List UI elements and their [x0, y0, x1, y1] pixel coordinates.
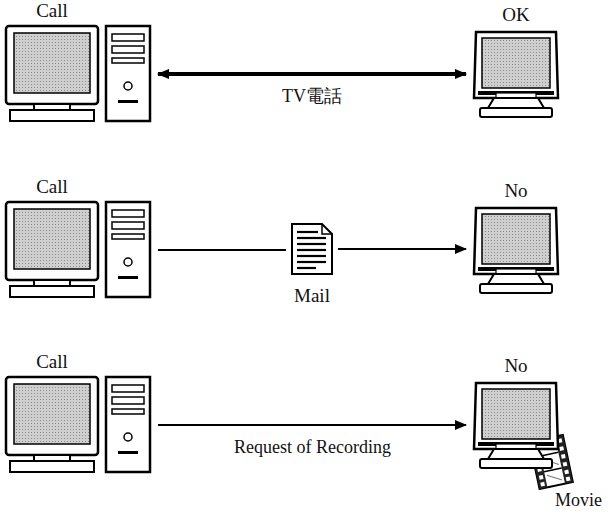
connector-label: Request of Recording	[231, 437, 394, 459]
mail-document-icon	[290, 222, 334, 276]
monitor-terminal-icon	[470, 204, 562, 296]
desktop-computer: Call	[4, 375, 154, 475]
connector-label: TV電話	[279, 86, 345, 108]
monitor-terminal-icon	[470, 28, 562, 120]
monitor-terminal-icon	[470, 379, 562, 471]
monitor-terminal: No	[470, 379, 562, 471]
connector-arrow	[158, 424, 466, 426]
monitor-terminal: No	[470, 204, 562, 296]
status-label: Call	[4, 352, 100, 373]
mail-document: Mail	[290, 222, 334, 276]
status-label: No	[470, 356, 562, 377]
connector-arrow	[338, 248, 466, 250]
icon-caption: Movie	[555, 490, 602, 512]
icon-caption: Mail	[270, 286, 354, 307]
status-label: Call	[4, 177, 100, 198]
status-label: OK	[470, 5, 562, 26]
desktop-computer-icon	[4, 200, 154, 300]
monitor-terminal: OK	[470, 28, 562, 120]
connector-arrow	[158, 72, 466, 76]
status-label: Call	[4, 1, 100, 22]
status-label: No	[470, 181, 562, 202]
desktop-computer-icon	[4, 375, 154, 475]
desktop-computer: Call	[4, 24, 154, 124]
desktop-computer-icon	[4, 24, 154, 124]
desktop-computer: Call	[4, 200, 154, 300]
connector-arrow	[158, 249, 286, 251]
